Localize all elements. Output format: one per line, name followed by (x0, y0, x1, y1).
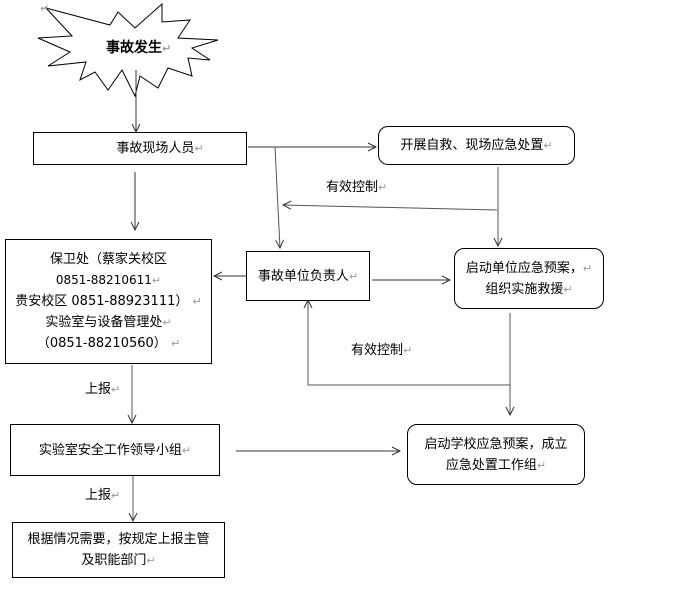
arrow-effective-control-1 (283, 205, 498, 211)
node-scene-personnel: 事故现场人员↵ (33, 132, 247, 165)
node-lab-group: 实验室安全工作领导小组↵ (10, 424, 220, 476)
label-report-2: 上报↵ (85, 488, 121, 503)
node-self-rescue: 开展自救、现场应急处置↵ (378, 126, 575, 165)
arrow-effective-control-2 (308, 300, 510, 386)
node-report-upper: 根据情况需要，按规定上报主管 及职能部门↵ (12, 522, 225, 578)
starburst-shape (37, 2, 219, 98)
start-node-label: 事故发生↵ (106, 40, 172, 56)
label-effective-control-1: 有效控制↵ (326, 180, 388, 195)
label-effective-control-2: 有效控制↵ (351, 343, 413, 358)
arrow-branch-to-unit-head (274, 146, 280, 248)
node-security: 保卫处（蔡家关校区 0851-88210611↵ 贵安校区 0851-88923… (5, 239, 212, 364)
label-report-1: 上报↵ (85, 382, 121, 397)
node-unit-plan: 启动单位应急预案，↵ 组织实施救援↵ (454, 248, 604, 309)
start-label: 事故发生 (106, 40, 162, 56)
paragraph-mark: ↵ (40, 2, 50, 15)
node-school-plan: 启动学校应急预案，成立 应急处置工作组↵ (407, 424, 585, 485)
node-unit-head: 事故单位负责人↵ (246, 251, 370, 301)
